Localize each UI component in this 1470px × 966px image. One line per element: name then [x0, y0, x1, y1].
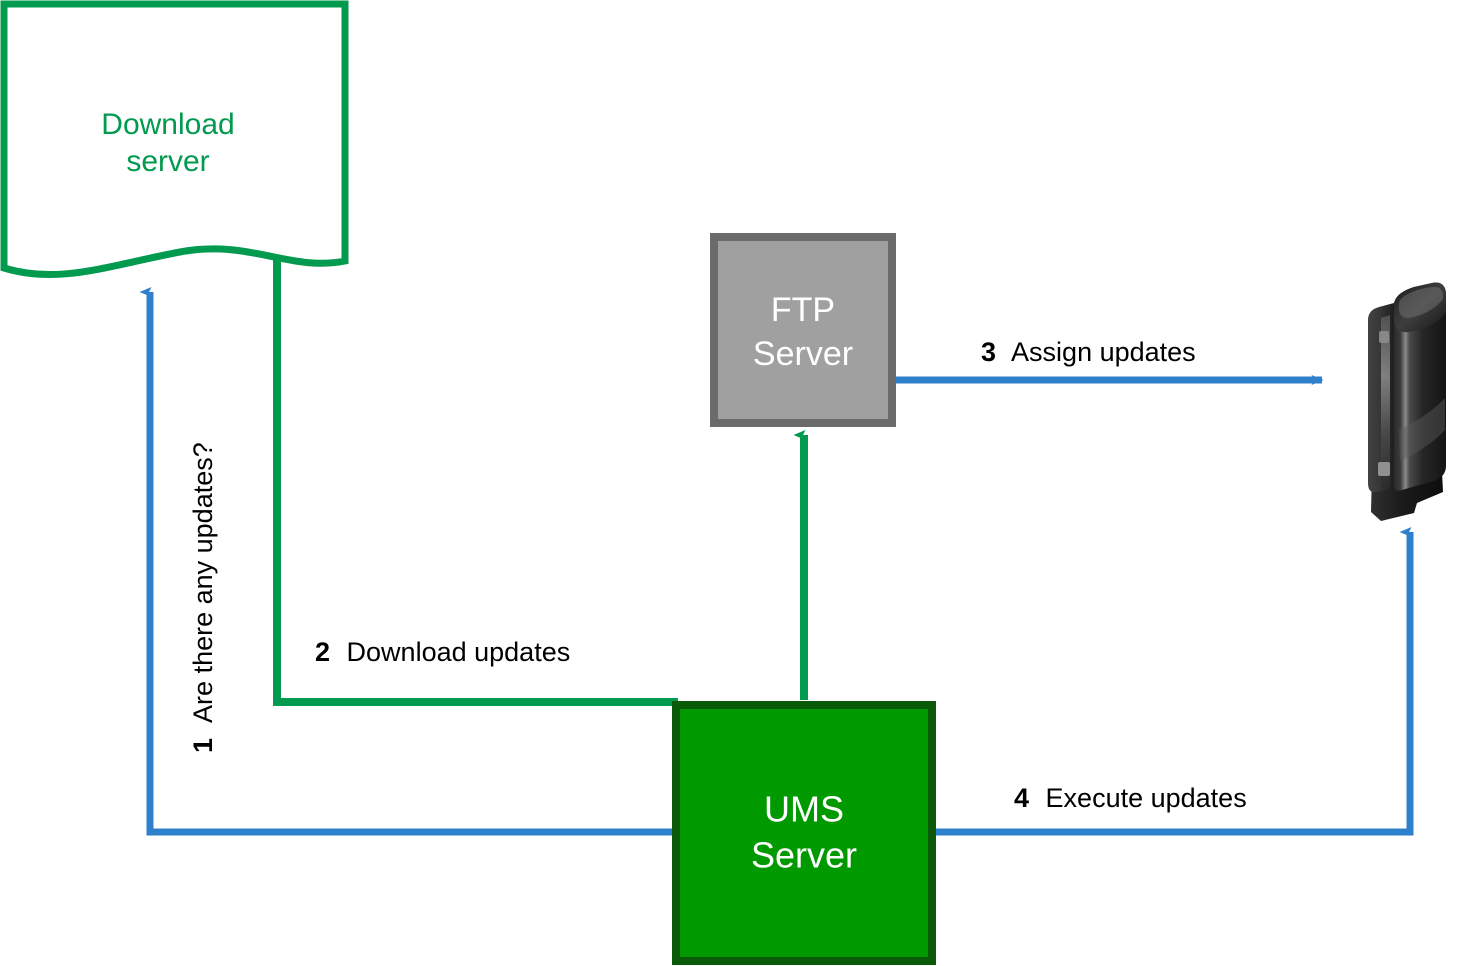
device-body: [1394, 282, 1446, 491]
svg-text:3 Assign updates: 3 Assign updates: [981, 337, 1196, 367]
ftp-server-label-line1: FTP: [771, 291, 835, 329]
ftp-server-node[interactable]: FTP Server: [710, 233, 896, 427]
device-logo-icon: [1378, 462, 1390, 476]
flow-1-text: Are there any updates?: [188, 442, 218, 723]
svg-text:4 Execute updates: 4 Execute updates: [1014, 783, 1247, 813]
flow-1-number: 1: [188, 738, 218, 753]
download-server-label-line2: server: [126, 145, 209, 178]
flow-1-label: 1 Are there any updates?: [188, 442, 218, 753]
flow-4-label: 4 Execute updates: [1014, 783, 1247, 813]
ums-server-label-line2: Server: [751, 835, 857, 876]
device-top-gloss: [1398, 287, 1444, 318]
ftp-server-label-line2: Server: [753, 335, 853, 373]
flow-4-connector: [936, 527, 1414, 836]
svg-text:1 Are there any update: 1 Are there any updates?: [188, 442, 218, 753]
svg-text:2 Download updates: 2 Download updates: [315, 637, 570, 667]
download-server-label-line1: Download: [101, 108, 234, 141]
flow-2-connector: [273, 252, 678, 706]
flow-2-number: 2: [315, 637, 330, 667]
flow-3-text: Assign updates: [1011, 337, 1196, 367]
ftp-server-box: [710, 233, 896, 427]
flow-4-line: [936, 527, 1414, 836]
download-server-node[interactable]: Download server: [0, 0, 349, 279]
download-server-shape: [0, 0, 349, 279]
flow-4-text: Execute updates: [1046, 783, 1247, 813]
device-status-led-icon: [1379, 331, 1389, 343]
device-lower-gloss: [1399, 398, 1445, 461]
flow-2-label: 2 Download updates: [315, 637, 570, 667]
device-edge-highlight: [1381, 315, 1390, 489]
ums-server-label-line1: UMS: [764, 789, 844, 830]
flow-1-line: [139, 287, 672, 836]
flow-3-label: 3 Assign updates: [981, 337, 1196, 367]
flow-4-number: 4: [1014, 783, 1029, 813]
flow-1-connector: [139, 287, 672, 836]
thin-client-device[interactable]: [1368, 282, 1446, 521]
flow-3-number: 3: [981, 337, 996, 367]
ums-server-node[interactable]: UMS Server: [672, 701, 936, 965]
flow-2-text: Download updates: [347, 637, 571, 667]
flow-2-line: [273, 252, 678, 706]
ums-server-box: [672, 701, 936, 965]
